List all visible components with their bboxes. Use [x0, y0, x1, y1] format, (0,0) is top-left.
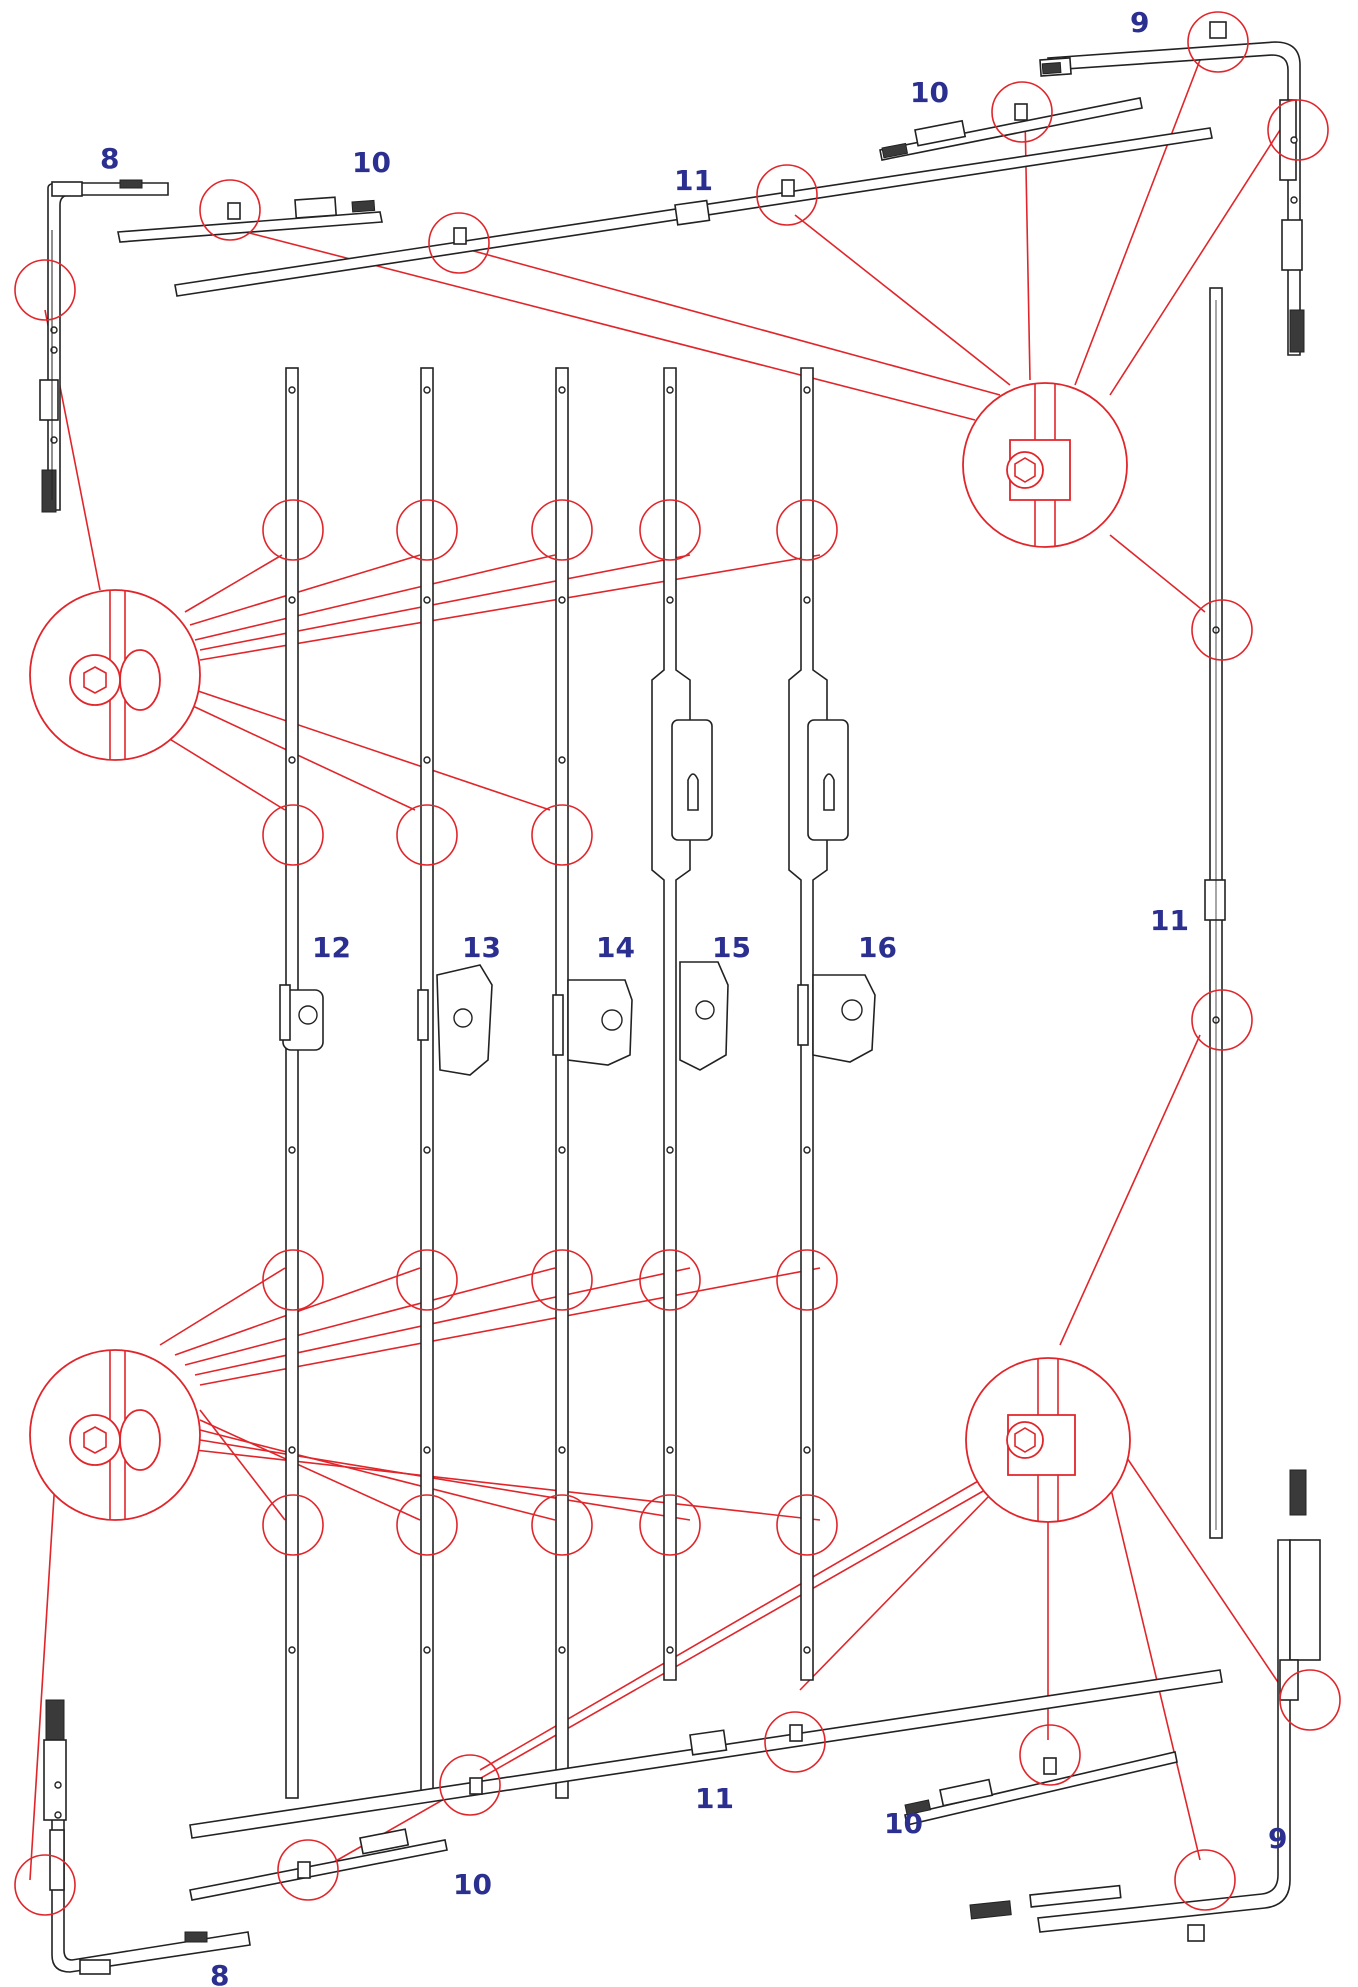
gear-holes — [288, 386, 811, 1654]
corner-drive-top-right — [1039, 21, 1305, 356]
espag-bar-bottom — [189, 1669, 1223, 1839]
part-label-14: 14 — [596, 931, 635, 964]
part-label-9-bottom: 9 — [1268, 1822, 1287, 1855]
part-label-8-top: 8 — [100, 142, 119, 175]
gear-13 — [417, 367, 493, 1799]
part-label-12: 12 — [312, 931, 351, 964]
gear-12 — [279, 367, 324, 1799]
part-label-8-bottom: 8 — [210, 1959, 229, 1987]
part-label-11-top: 11 — [674, 164, 713, 197]
tilt-bar-top-right — [879, 97, 1143, 161]
small-callouts — [14, 11, 1341, 1916]
part-label-10-top-right: 10 — [910, 76, 949, 109]
part-labels: 8 10 11 10 9 11 12 13 14 15 16 11 10 9 1… — [100, 6, 1287, 1987]
part-label-10-bottom-right: 10 — [884, 1807, 923, 1840]
magnifier-left-upper — [29, 589, 201, 761]
espag-bar-top — [174, 127, 1213, 297]
part-label-16: 16 — [858, 931, 897, 964]
gear-15 — [651, 367, 729, 1681]
part-label-11-bottom: 11 — [695, 1782, 734, 1815]
part-label-10-top-left: 10 — [352, 146, 391, 179]
part-label-15: 15 — [712, 931, 751, 964]
espag-bar-right — [1204, 287, 1226, 1539]
corner-drive-bottom-left — [43, 1699, 251, 1975]
magnifier-top-right — [962, 382, 1128, 548]
corner-drive-top-left — [39, 179, 169, 513]
tilt-bar-bottom-right — [904, 1751, 1178, 1826]
gear-16 — [788, 367, 876, 1681]
part-label-10-bottom-left: 10 — [453, 1868, 492, 1901]
magnifier-bottom-right — [965, 1357, 1131, 1523]
corner-drive-bottom-right — [969, 1469, 1321, 1942]
tilt-bar-top-left — [117, 196, 383, 243]
callout-leader-lines — [29, 59, 1291, 1881]
part-label-9-top: 9 — [1130, 6, 1149, 39]
magnifier-left-lower — [29, 1349, 201, 1521]
part-label-13: 13 — [462, 931, 501, 964]
tilt-bar-bottom-left — [189, 1828, 448, 1901]
part-label-11-right: 11 — [1150, 904, 1189, 937]
gear-14 — [552, 367, 633, 1799]
